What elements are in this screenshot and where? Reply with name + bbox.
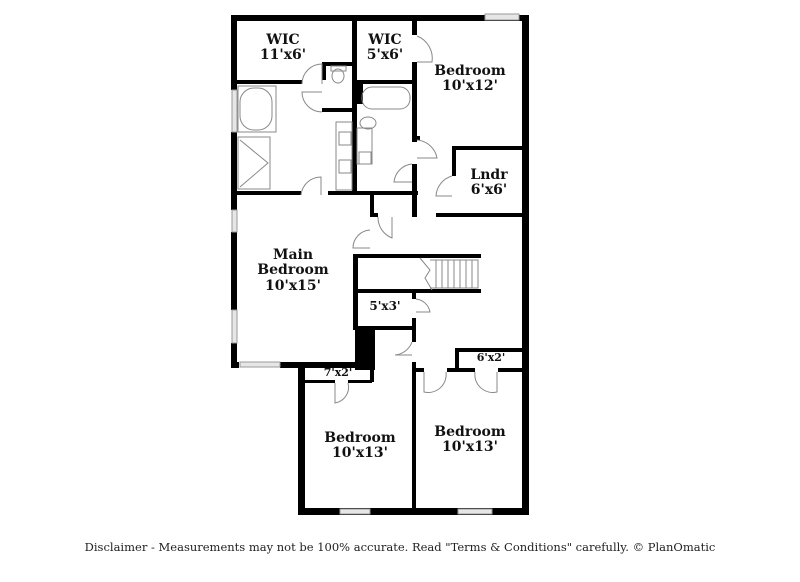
room-label-main-bedroom: Main Bedroom 10'x15' bbox=[243, 247, 343, 294]
room-name-line1: Main bbox=[272, 247, 314, 263]
room-name: Bedroom bbox=[324, 430, 396, 446]
room-label-bedroom-3: Bedroom 10'x13' bbox=[422, 424, 518, 456]
fixtures bbox=[237, 65, 479, 291]
room-size: 6'x6' bbox=[470, 182, 508, 199]
room-name: Bedroom bbox=[434, 424, 506, 440]
room-size: 10'x12' bbox=[442, 78, 498, 95]
room-name: Lndr bbox=[470, 167, 508, 183]
room-name: Bedroom bbox=[434, 63, 506, 79]
room-size: 5'x6' bbox=[366, 47, 404, 64]
room-label-laundry: Lndr 6'x6' bbox=[458, 167, 520, 199]
room-size: 6'x2' bbox=[476, 351, 506, 364]
room-label-closet-5x3: 5'x3' bbox=[358, 299, 412, 313]
room-label-bedroom-2: Bedroom 10'x13' bbox=[312, 430, 408, 462]
room-name: WIC bbox=[368, 32, 402, 48]
room-label-wic-1: WIC 11'x6' bbox=[248, 32, 318, 64]
doors bbox=[300, 35, 498, 404]
room-size: 7'x2' bbox=[323, 366, 353, 379]
room-size: 5'x3' bbox=[369, 299, 401, 313]
windows bbox=[231, 13, 520, 515]
room-label-closet-6x2: 6'x2' bbox=[460, 351, 522, 364]
room-label-wic-2: WIC 5'x6' bbox=[358, 32, 412, 64]
room-size: 10'x15' bbox=[265, 277, 321, 294]
room-size: 10'x13' bbox=[442, 439, 498, 456]
walls bbox=[231, 15, 529, 515]
room-name-line2: Bedroom bbox=[257, 262, 329, 279]
disclaimer-text: Disclaimer - Measurements may not be 100… bbox=[84, 540, 716, 554]
room-name: WIC bbox=[266, 32, 300, 48]
room-label-closet-7x2: 7'x2' bbox=[308, 366, 368, 379]
room-size: 11'x6' bbox=[259, 47, 307, 64]
room-size: 10'x13' bbox=[332, 445, 388, 462]
room-label-bedroom-1: Bedroom 10'x12' bbox=[425, 63, 515, 95]
